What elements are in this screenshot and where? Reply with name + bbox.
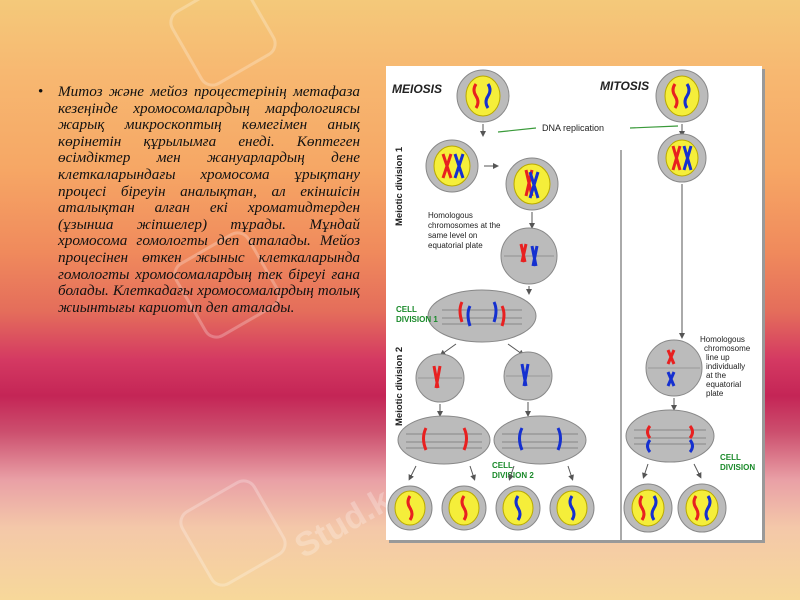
gamete-1 — [387, 485, 433, 531]
homologous-same-level-label: Homologous chromosomes at the same level… — [428, 211, 503, 250]
gamete-4 — [549, 485, 595, 531]
meiosis-division-2-left — [397, 415, 491, 465]
watermark-logo — [164, 0, 282, 92]
watermark-logo — [174, 474, 292, 592]
mitosis-cell-replicated — [657, 133, 707, 183]
homologous-individually-label: Homologous chromosome line up individual… — [700, 335, 752, 398]
mitosis-cell-start — [655, 69, 709, 123]
meiosis-division-2-right — [493, 415, 587, 465]
meiosis-cell-metaphase-1 — [500, 227, 558, 285]
mitosis-daughter-cell-right — [677, 483, 727, 533]
dna-replication-label: DNA replication — [542, 123, 604, 133]
mitosis-cell-division — [625, 409, 715, 463]
body-paragraph-block: • Митоз және мейоз процестерінің метафаз… — [38, 83, 360, 316]
bullet-icon: • — [38, 83, 44, 100]
mitosis-label: MITOSIS — [600, 79, 649, 93]
mitosis-daughter-cell-left — [623, 483, 673, 533]
meiotic-division-1-label: Meiotic division 1 — [394, 146, 405, 226]
meiosis-daughter-cell-right — [503, 351, 553, 401]
gamete-3 — [495, 485, 541, 531]
gamete-2 — [441, 485, 487, 531]
meiosis-mitosis-diagram: MEIOSIS MITOSIS DNA replication Meiotic … — [386, 66, 762, 540]
mitosis-cell-metaphase — [645, 339, 703, 397]
meiosis-cell-pairing — [505, 157, 559, 211]
cell-division-2-label: CELL DIVISION 2 — [492, 461, 534, 480]
cell-division-label: CELL DIVISION — [720, 453, 755, 472]
diagram-svg: MEIOSIS MITOSIS DNA replication Meiotic … — [387, 69, 755, 540]
meiosis-cell-replicated — [425, 139, 479, 193]
meiosis-label: MEIOSIS — [392, 82, 442, 96]
meiosis-cell-division-1 — [427, 289, 537, 343]
meiosis-daughter-cell-left — [415, 353, 465, 403]
meiotic-division-2-label: Meiotic division 2 — [394, 347, 405, 426]
body-paragraph: Митоз және мейоз процестерінің метафаза … — [58, 83, 360, 316]
meiosis-cell-start — [456, 69, 510, 123]
cell-division-1-label: CELL DIVISION 1 — [396, 305, 438, 324]
dna-replication-line — [497, 125, 679, 133]
